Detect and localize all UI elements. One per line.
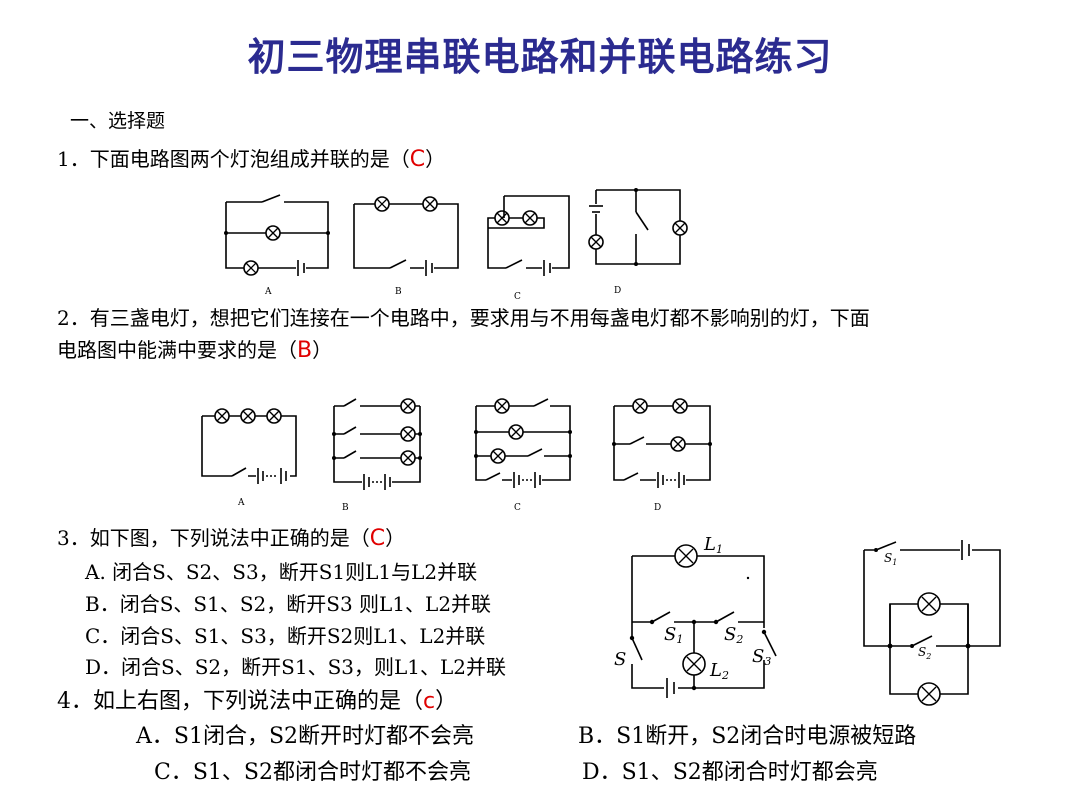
question-4-close: ） bbox=[435, 689, 458, 714]
page-title: 初三物理串联电路和并联电路练习 bbox=[247, 34, 833, 79]
q3-s3-label: S3 bbox=[752, 646, 771, 668]
question-3-close: ） bbox=[385, 526, 406, 550]
q1-label-c: C bbox=[514, 292, 521, 302]
question-2: 电路图中能满中要求的是（B） bbox=[57, 334, 332, 363]
question-4-option-b: B．S1断开，S2闭合时电源被短路 bbox=[578, 724, 917, 749]
q2-label-b: B bbox=[342, 503, 349, 513]
q1-circuit-a: A bbox=[224, 194, 330, 297]
q2-circuit-a: A bbox=[201, 408, 297, 508]
question-2-text: 电路图中能满中要求的是（ bbox=[57, 338, 297, 362]
q1-circuit-c: C bbox=[487, 195, 570, 302]
question-4-text: 4．如上右图，下列说法中正确的是（ bbox=[57, 689, 423, 714]
question-3: 3．如下图，下列说法中正确的是（C） bbox=[57, 522, 405, 551]
question-3-text: 3．如下图，下列说法中正确的是（ bbox=[57, 526, 370, 550]
q4-s1-label: S1 bbox=[884, 551, 897, 567]
question-4: 4．如上右图，下列说法中正确的是（c） bbox=[57, 683, 457, 715]
question-3-answer: C bbox=[369, 526, 386, 551]
question-1-text: 1．下面电路图两个灯泡组成并联的是（ bbox=[57, 147, 410, 171]
question-3-option-a: A. 闭合S、S2、S3，断开S1则L1与L2并联 bbox=[85, 560, 478, 584]
question-3-option-b: B．闭合S、S1、S2，断开S3 则L1、L2并联 bbox=[85, 592, 492, 616]
question-1-answer: C bbox=[409, 147, 426, 172]
q1-circuit-d: D bbox=[588, 188, 688, 296]
q3-s1-label: S1 bbox=[664, 624, 683, 646]
q1-label-a: A bbox=[264, 287, 272, 297]
question-4-option-a: A．S1闭合，S2断开时灯都不会亮 bbox=[136, 724, 475, 749]
question-3-option-d: D．闭合S、S2，断开S1、S3，则L1、L2并联 bbox=[85, 655, 507, 679]
q2-label-a: A bbox=[237, 498, 245, 508]
q1-circuit-b: B bbox=[353, 196, 459, 297]
q2-label-d: D bbox=[654, 503, 661, 513]
q2-circuit-c: C bbox=[474, 398, 572, 513]
q4-s2-label: S2 bbox=[918, 645, 931, 661]
q3-l2-label: L2 bbox=[709, 660, 729, 682]
q1-label-d: D bbox=[614, 286, 621, 296]
q3-l1-label: L1 bbox=[703, 534, 723, 556]
q2-circuit-b: B bbox=[332, 398, 422, 513]
question-4-option-c: C．S1、S2都闭合时灯都不会亮 bbox=[154, 760, 471, 785]
q3-s2-label: S2 bbox=[724, 624, 743, 646]
question-2-line1: 2．有三盏电灯，想把它们连接在一个电路中，要求用与不用每盏电灯都不影响别的灯，下… bbox=[57, 306, 870, 330]
question-3-option-c: C．闭合S、S1、S3，断开S2则L1、L2并联 bbox=[85, 624, 486, 648]
q3-s-label: S bbox=[614, 649, 626, 670]
q1-label-b: B bbox=[395, 287, 402, 297]
question-2-close: ） bbox=[312, 338, 333, 362]
section-heading: 一、选择题 bbox=[70, 110, 166, 132]
question-4-option-d: D．S1、S2都闭合时灯都会亮 bbox=[582, 760, 878, 785]
question-1-close: ） bbox=[425, 147, 446, 171]
q3-circuit: L1 S S1 S2 S3 L2 bbox=[614, 534, 777, 698]
q2-circuit-d: D bbox=[612, 398, 712, 513]
q2-label-c: C bbox=[514, 503, 521, 513]
question-4-answer: c bbox=[423, 689, 436, 714]
q4-circuit: S1 S2 bbox=[863, 540, 1001, 706]
question-2-answer: B bbox=[297, 338, 313, 363]
question-1: 1．下面电路图两个灯泡组成并联的是（C） bbox=[57, 143, 445, 172]
